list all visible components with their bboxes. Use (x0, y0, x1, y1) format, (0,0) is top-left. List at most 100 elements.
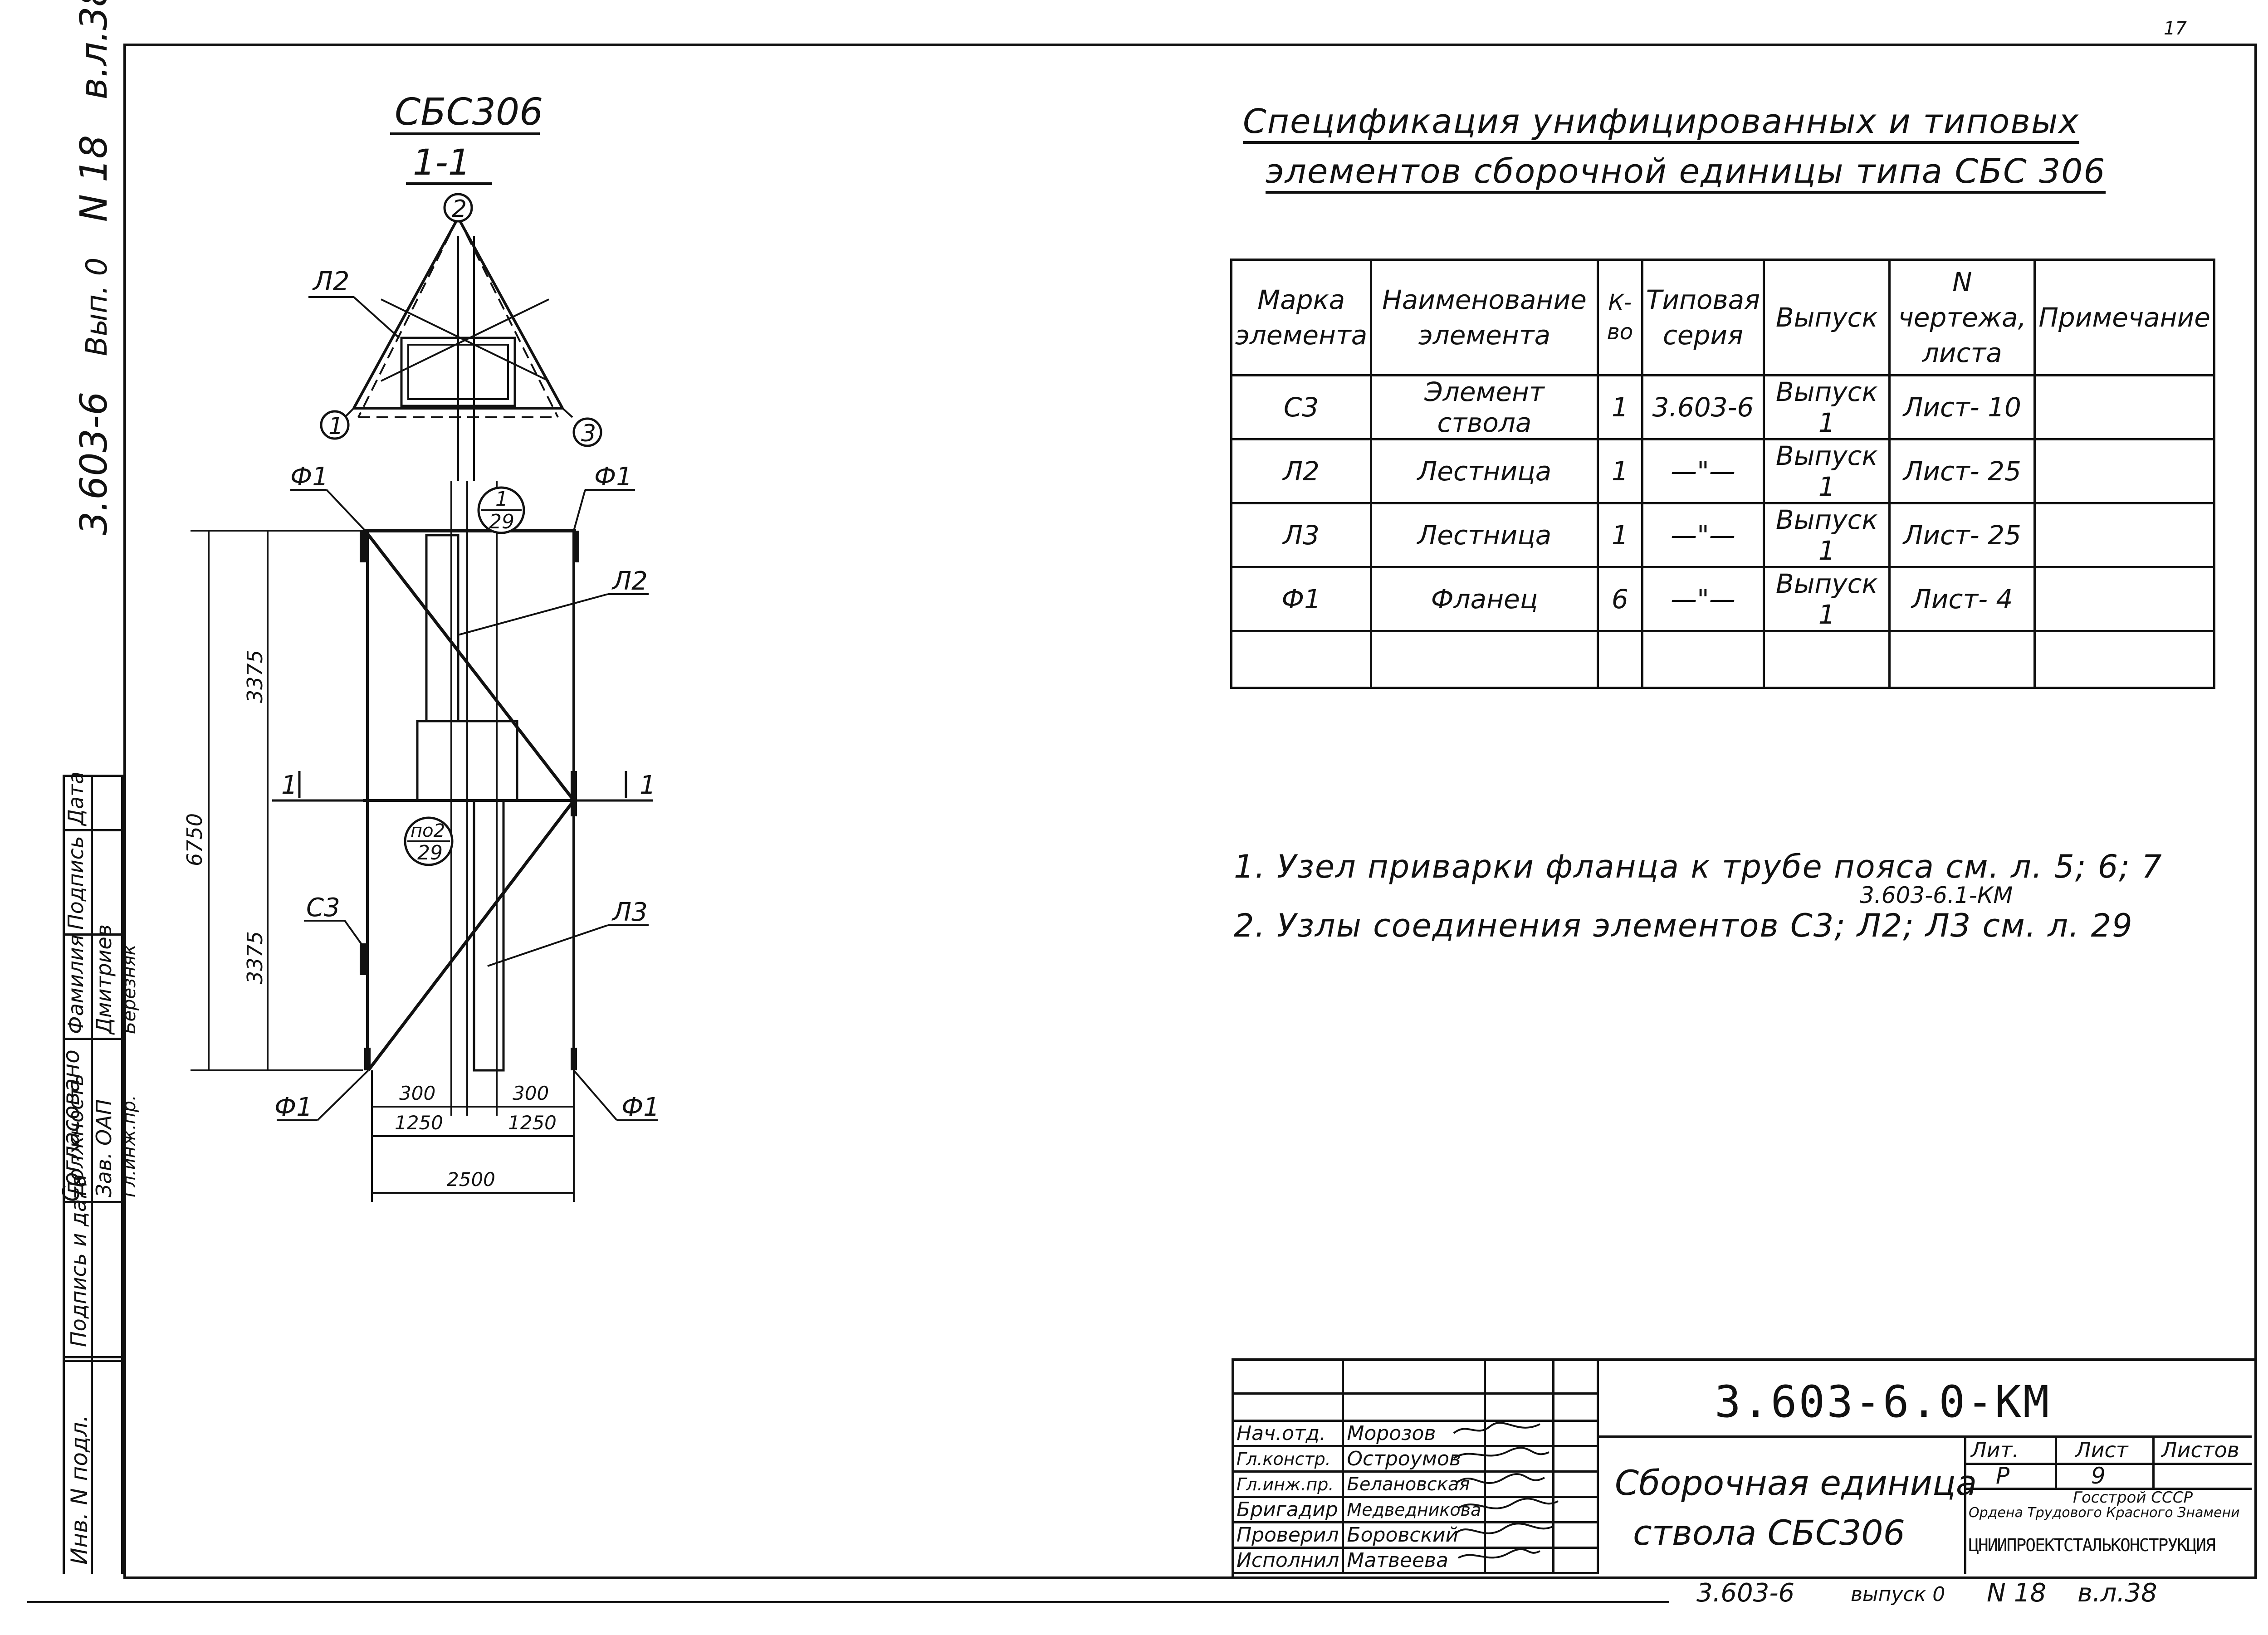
spec-header-issue: Выпуск (1763, 259, 1891, 376)
spec-cell: —"— (1641, 566, 1765, 632)
spec-cell: Лестница (1370, 438, 1599, 504)
drawing-frame (123, 44, 2257, 1579)
assembly-drawing: СБС306 1-1 Л2 2 1 3 (182, 91, 660, 1202)
table-row: Ф1 Фланец 6 —"— Выпуск 1 Лист- 4 (1230, 566, 2215, 632)
elevation-view (360, 481, 579, 1116)
label-l2-elevation: Л2 (611, 566, 648, 596)
spec-cell (1641, 630, 1765, 689)
note-1-reference: 3.603-6.1-КМ (1860, 882, 2013, 908)
bottom-trim-line (27, 1601, 1669, 1603)
spec-cell: 3.603-6 (1641, 374, 1765, 440)
spec-cell: 1 (1596, 374, 1643, 440)
section-mark-left: 1 (281, 771, 298, 800)
spec-cell (2033, 566, 2215, 632)
signatures (1453, 1422, 1559, 1559)
title-block-staff-table: Нач.отд. Морозов Гл.констр. Остроумов Гл… (1231, 1358, 1599, 1574)
spec-cell: Лестница (1370, 502, 1599, 568)
tb-sheet-header: Лист (2075, 1438, 2128, 1462)
spec-cell (1888, 630, 2036, 689)
spec-cell: Ф1 (1230, 566, 1373, 632)
callout-top-num: 1 (495, 488, 508, 511)
corner-mark: 17 (2164, 18, 2187, 39)
title-block-code: 3.603-6.0-КМ (1715, 1376, 2051, 1427)
spec-cell (1763, 630, 1891, 689)
plan-triangle (308, 217, 564, 481)
spec-cell (1230, 630, 1373, 689)
spec-cell (2033, 374, 2215, 440)
dim-off-right: 300 (513, 1082, 549, 1104)
spec-header-name: Наименование элемента (1370, 259, 1599, 376)
spec-cell: 1 (1596, 438, 1643, 504)
label-f1-bottom-right: Ф1 (621, 1093, 660, 1122)
spec-cell: С3 (1230, 374, 1373, 440)
node-label-1: 1 (328, 413, 343, 440)
staff-role: Бригадир (1231, 1496, 1344, 1523)
spec-header-row: Марка элемента Наименование элемента К-в… (1230, 259, 2215, 376)
dim-half-left: 1250 (395, 1112, 443, 1134)
table-row (1230, 630, 2215, 689)
staff-name: Остроумов (1342, 1445, 1486, 1473)
spec-cell: Л2 (1230, 438, 1373, 504)
spec-cell: Фланец (1370, 566, 1599, 632)
staff-role: Исполнил (1231, 1547, 1344, 1574)
spec-cell: Выпуск 1 (1763, 566, 1891, 632)
spec-cell: Выпуск 1 (1763, 438, 1891, 504)
node-marker-2: 2 (443, 193, 473, 223)
footer-sheet: в.л.38 (2077, 1578, 2157, 1608)
callout-mid-num: по2 (411, 820, 445, 841)
tb-org-line3: ЦНИИПРОЕКТСТАЛЬКОНСТРУКЦИЯ (1969, 1535, 2216, 1555)
spec-cell (1370, 630, 1599, 689)
table-row: Л3 Лестница 1 —"— Выпуск 1 Лист- 25 (1230, 502, 2215, 568)
spec-header-drawing: N чертежа, листа (1888, 259, 2036, 376)
title-block-name-line2: ствола СБС306 (1633, 1513, 1905, 1553)
tb-org-line1: Госстрой СССР (2073, 1489, 2193, 1507)
node-label-2: 2 (452, 195, 467, 223)
spec-header-series: Типовая серия (1641, 259, 1765, 376)
label-f1-top-left: Ф1 (290, 462, 328, 492)
title-block-name-line1: Сборочная единица (1615, 1463, 1977, 1503)
spec-cell: Лист- 25 (1888, 438, 2036, 504)
staff-name: Матвеева (1342, 1547, 1486, 1574)
staff-role: Гл.констр. (1231, 1445, 1344, 1473)
spec-cell: Л3 (1230, 502, 1373, 568)
footer-issue: выпуск 0 (1851, 1583, 1945, 1606)
staff-role: Гл.инж.пр. (1231, 1470, 1344, 1498)
stamp-divider (63, 1356, 123, 1358)
footer-number: N 18 (1987, 1578, 2046, 1608)
dim-lower: 3375 (243, 931, 267, 984)
spec-cell: —"— (1641, 502, 1765, 568)
staff-name: Боровский (1342, 1521, 1486, 1549)
note-1: 1. Узел приварки фланца к трубе пояса см… (1234, 848, 2163, 885)
spec-cell: Лист- 4 (1888, 566, 2036, 632)
node-marker-1: 1 (320, 407, 355, 440)
tb-sheet-value: 9 (2091, 1463, 2106, 1489)
staff-role: Проверил (1231, 1521, 1344, 1549)
spec-header-note: Примечание (2033, 259, 2215, 376)
label-c3: С3 (306, 893, 340, 922)
staff-name: Белановская (1342, 1470, 1486, 1498)
spec-cell: 1 (1596, 502, 1643, 568)
spec-cell: Выпуск 1 (1763, 374, 1891, 440)
label-l2-plan: Л2 (312, 266, 350, 297)
callout-detail-1-29: 1 29 (477, 486, 525, 534)
drawing-title: СБС306 (395, 91, 543, 134)
footer-code: 3.603-6 (1696, 1578, 1795, 1608)
table-row: С3 Элемент ствола 1 3.603-6 Выпуск 1 Лис… (1230, 374, 2215, 440)
spec-cell: 6 (1596, 566, 1643, 632)
spec-cell: Лист- 10 (1888, 374, 2036, 440)
tb-lit-header: Лит. (1971, 1438, 2019, 1462)
table-row: Л2 Лестница 1 —"— Выпуск 1 Лист- 25 (1230, 438, 2215, 504)
spec-title-line2: элементов сборочной единицы типа СБС 306 (1266, 152, 2106, 194)
drawing-section: 1-1 (413, 142, 470, 183)
callout-mid-den: 29 (417, 841, 443, 864)
tb-lit-value: Р (1996, 1463, 2010, 1489)
spec-cell (2033, 630, 2215, 689)
spec-cell: —"— (1641, 438, 1765, 504)
node-marker-3: 3 (562, 407, 602, 447)
label-f1-bottom-left: Ф1 (274, 1093, 313, 1122)
spec-cell: Лист- 25 (1888, 502, 2036, 568)
callout-detail-po2-29: по2 29 (404, 816, 454, 866)
dim-upper: 3375 (243, 650, 267, 703)
staff-role: Нач.отд. (1231, 1420, 1344, 1447)
staff-name: Морозов (1342, 1420, 1486, 1447)
